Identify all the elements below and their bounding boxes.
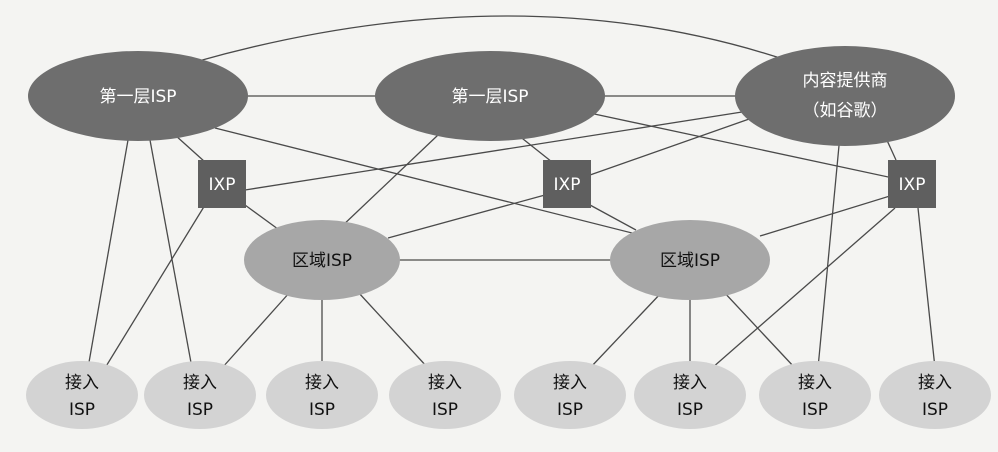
access-isp-6-line1: 接入 <box>673 373 707 393</box>
ixp-2-box <box>543 160 591 208</box>
ixp-2: IXP <box>543 160 591 208</box>
access-isp-3-ellipse <box>266 361 378 429</box>
link-tier1-mid-ixp2 <box>517 134 553 163</box>
access-isp-8-line1: 接入 <box>918 373 952 393</box>
tier1-isp-left: 第一层ISP <box>28 51 248 141</box>
access-isp-5-ellipse <box>514 361 626 429</box>
regional-isp-2-label: 区域ISP <box>660 251 720 271</box>
access-isp-6-ellipse <box>634 361 746 429</box>
access-isp-8-ellipse <box>879 361 991 429</box>
content-provider-label-line1: 内容提供商 <box>803 71 888 91</box>
link-regional2-access7 <box>721 289 796 369</box>
access-isp-8: 接入 ISP <box>879 361 991 429</box>
access-isp-3-line2: ISP <box>309 400 335 420</box>
access-isp-2-ellipse <box>144 361 256 429</box>
access-isp-8-line2: ISP <box>922 400 948 420</box>
access-isp-1-line2: ISP <box>69 400 95 420</box>
link-ixp2-regional1 <box>387 194 546 239</box>
ixp-1-label: IXP <box>209 175 236 195</box>
link-regional1-access2 <box>221 291 291 369</box>
access-isp-2-line2: ISP <box>187 400 213 420</box>
ixp-3: IXP <box>888 160 936 208</box>
access-isp-3-line1: 接入 <box>305 373 339 393</box>
regional-isp-2: 区域ISP <box>610 220 770 300</box>
regional-isp-1: 区域ISP <box>244 220 400 300</box>
content-provider-label-line2: （如谷歌） <box>803 101 888 121</box>
link-tier1-mid-ixp3 <box>584 111 894 179</box>
access-isp-5: 接入 ISP <box>514 361 626 429</box>
link-ixp3-regional2 <box>759 195 891 237</box>
link-ixp2-regional2 <box>589 204 637 231</box>
content-provider-ellipse <box>735 46 955 146</box>
link-tier1-left-content-arc <box>194 15 793 63</box>
access-isp-4-ellipse <box>389 361 501 429</box>
access-isp-1-line1: 接入 <box>65 373 99 393</box>
link-ixp1-content <box>244 111 743 191</box>
link-tier1-mid-regional1 <box>339 134 439 229</box>
link-tier1-left-access1 <box>87 139 129 369</box>
link-ixp1-regional1 <box>244 204 283 233</box>
link-content-access7 <box>817 134 841 369</box>
access-isp-7-ellipse <box>759 361 871 429</box>
access-isp-7: 接入 ISP <box>759 361 871 429</box>
tier1-isp-mid: 第一层ISP <box>375 51 605 141</box>
regional-isp-1-label: 区域ISP <box>292 251 352 271</box>
link-ixp3-access6 <box>711 207 896 369</box>
link-ixp3-access8 <box>917 207 936 369</box>
tier1-isp-mid-label: 第一层ISP <box>451 87 528 107</box>
access-isp-7-line1: 接入 <box>798 373 832 393</box>
access-isp-6-line2: ISP <box>677 400 703 420</box>
access-isp-4-line2: ISP <box>432 400 458 420</box>
content-provider: 内容提供商 （如谷歌） <box>735 46 955 146</box>
ixp-2-label: IXP <box>554 175 581 195</box>
ixp-1-box <box>198 160 246 208</box>
access-isp-4-line1: 接入 <box>428 373 462 393</box>
link-regional2-access5 <box>589 291 663 369</box>
link-ixp2-content <box>589 117 753 176</box>
access-isp-2: 接入 ISP <box>144 361 256 429</box>
network-links <box>87 15 936 369</box>
access-isp-5-line2: ISP <box>557 400 583 420</box>
access-isp-7-line2: ISP <box>802 400 828 420</box>
tier1-isp-left-ellipse <box>28 51 248 141</box>
access-isp-row: 接入 ISP 接入 ISP 接入 ISP 接入 ISP 接入 ISP 接入 IS… <box>26 361 991 429</box>
access-isp-1: 接入 ISP <box>26 361 138 429</box>
regional-isp-2-ellipse <box>610 220 770 300</box>
access-isp-4: 接入 ISP <box>389 361 501 429</box>
access-isp-3: 接入 ISP <box>266 361 378 429</box>
access-isp-6: 接入 ISP <box>634 361 746 429</box>
access-isp-2-line1: 接入 <box>183 373 217 393</box>
ixp-3-label: IXP <box>899 175 926 195</box>
link-tier1-left-access2 <box>149 139 193 369</box>
link-tier1-left-ixp1 <box>174 134 206 163</box>
access-isp-1-ellipse <box>26 361 138 429</box>
tier1-isp-left-label: 第一层ISP <box>99 87 176 107</box>
link-tier1-left-regional2 <box>214 127 641 236</box>
ixp-1: IXP <box>198 160 246 208</box>
ixp-3-box <box>888 160 936 208</box>
link-ixp1-access1 <box>104 204 206 369</box>
regional-isp-1-ellipse <box>244 220 400 300</box>
link-regional1-access4 <box>357 291 429 369</box>
tier1-isp-mid-ellipse <box>375 51 605 141</box>
access-isp-5-line1: 接入 <box>553 373 587 393</box>
